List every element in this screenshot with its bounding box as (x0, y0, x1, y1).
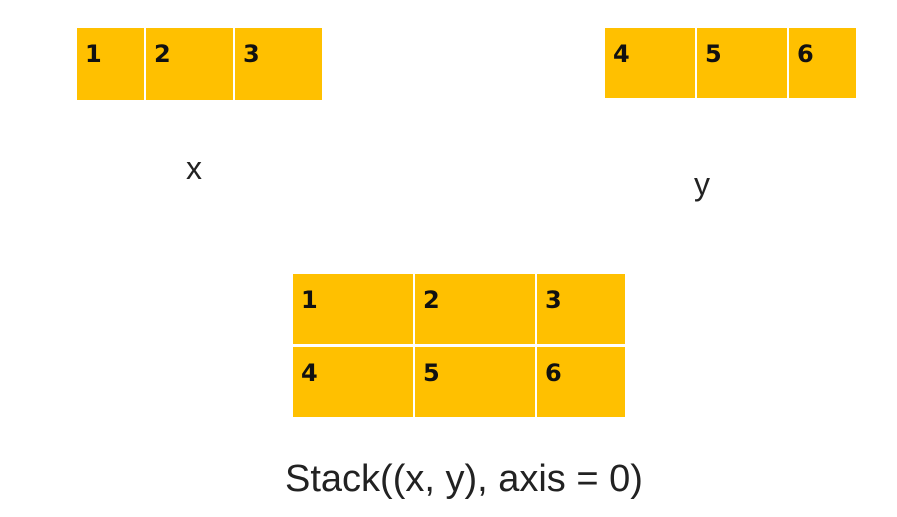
stacked-row-2: 4 5 6 (293, 347, 625, 417)
stacked-row-1: 1 2 3 (293, 274, 625, 344)
array-y-row: 4 5 6 (605, 28, 856, 98)
array-y-cell-1: 4 (605, 28, 695, 98)
array-x-cell-3: 3 (235, 28, 322, 100)
array-y-cell-2: 5 (697, 28, 787, 98)
array-x-label: x (186, 150, 202, 186)
stacked-cell-r2-c1: 4 (293, 347, 413, 417)
stacked-cell-r2-c2: 5 (415, 347, 535, 417)
stacked-cell-r2-c3: 6 (537, 347, 625, 417)
array-x-row: 1 2 3 (77, 28, 322, 100)
stacked-cell-r1-c3: 3 (537, 274, 625, 344)
array-y-cell-3: 6 (789, 28, 856, 98)
stacked-array: 1 2 3 4 5 6 (293, 274, 625, 417)
stacked-cell-r1-c1: 1 (293, 274, 413, 344)
array-x-cell-1: 1 (77, 28, 144, 100)
array-y: 4 5 6 (605, 28, 856, 98)
array-x-cell-2: 2 (146, 28, 233, 100)
stacked-cell-r1-c2: 2 (415, 274, 535, 344)
array-y-label: y (694, 166, 710, 202)
stack-caption: Stack((x, y), axis = 0) (285, 458, 643, 500)
array-x: 1 2 3 (77, 28, 322, 100)
